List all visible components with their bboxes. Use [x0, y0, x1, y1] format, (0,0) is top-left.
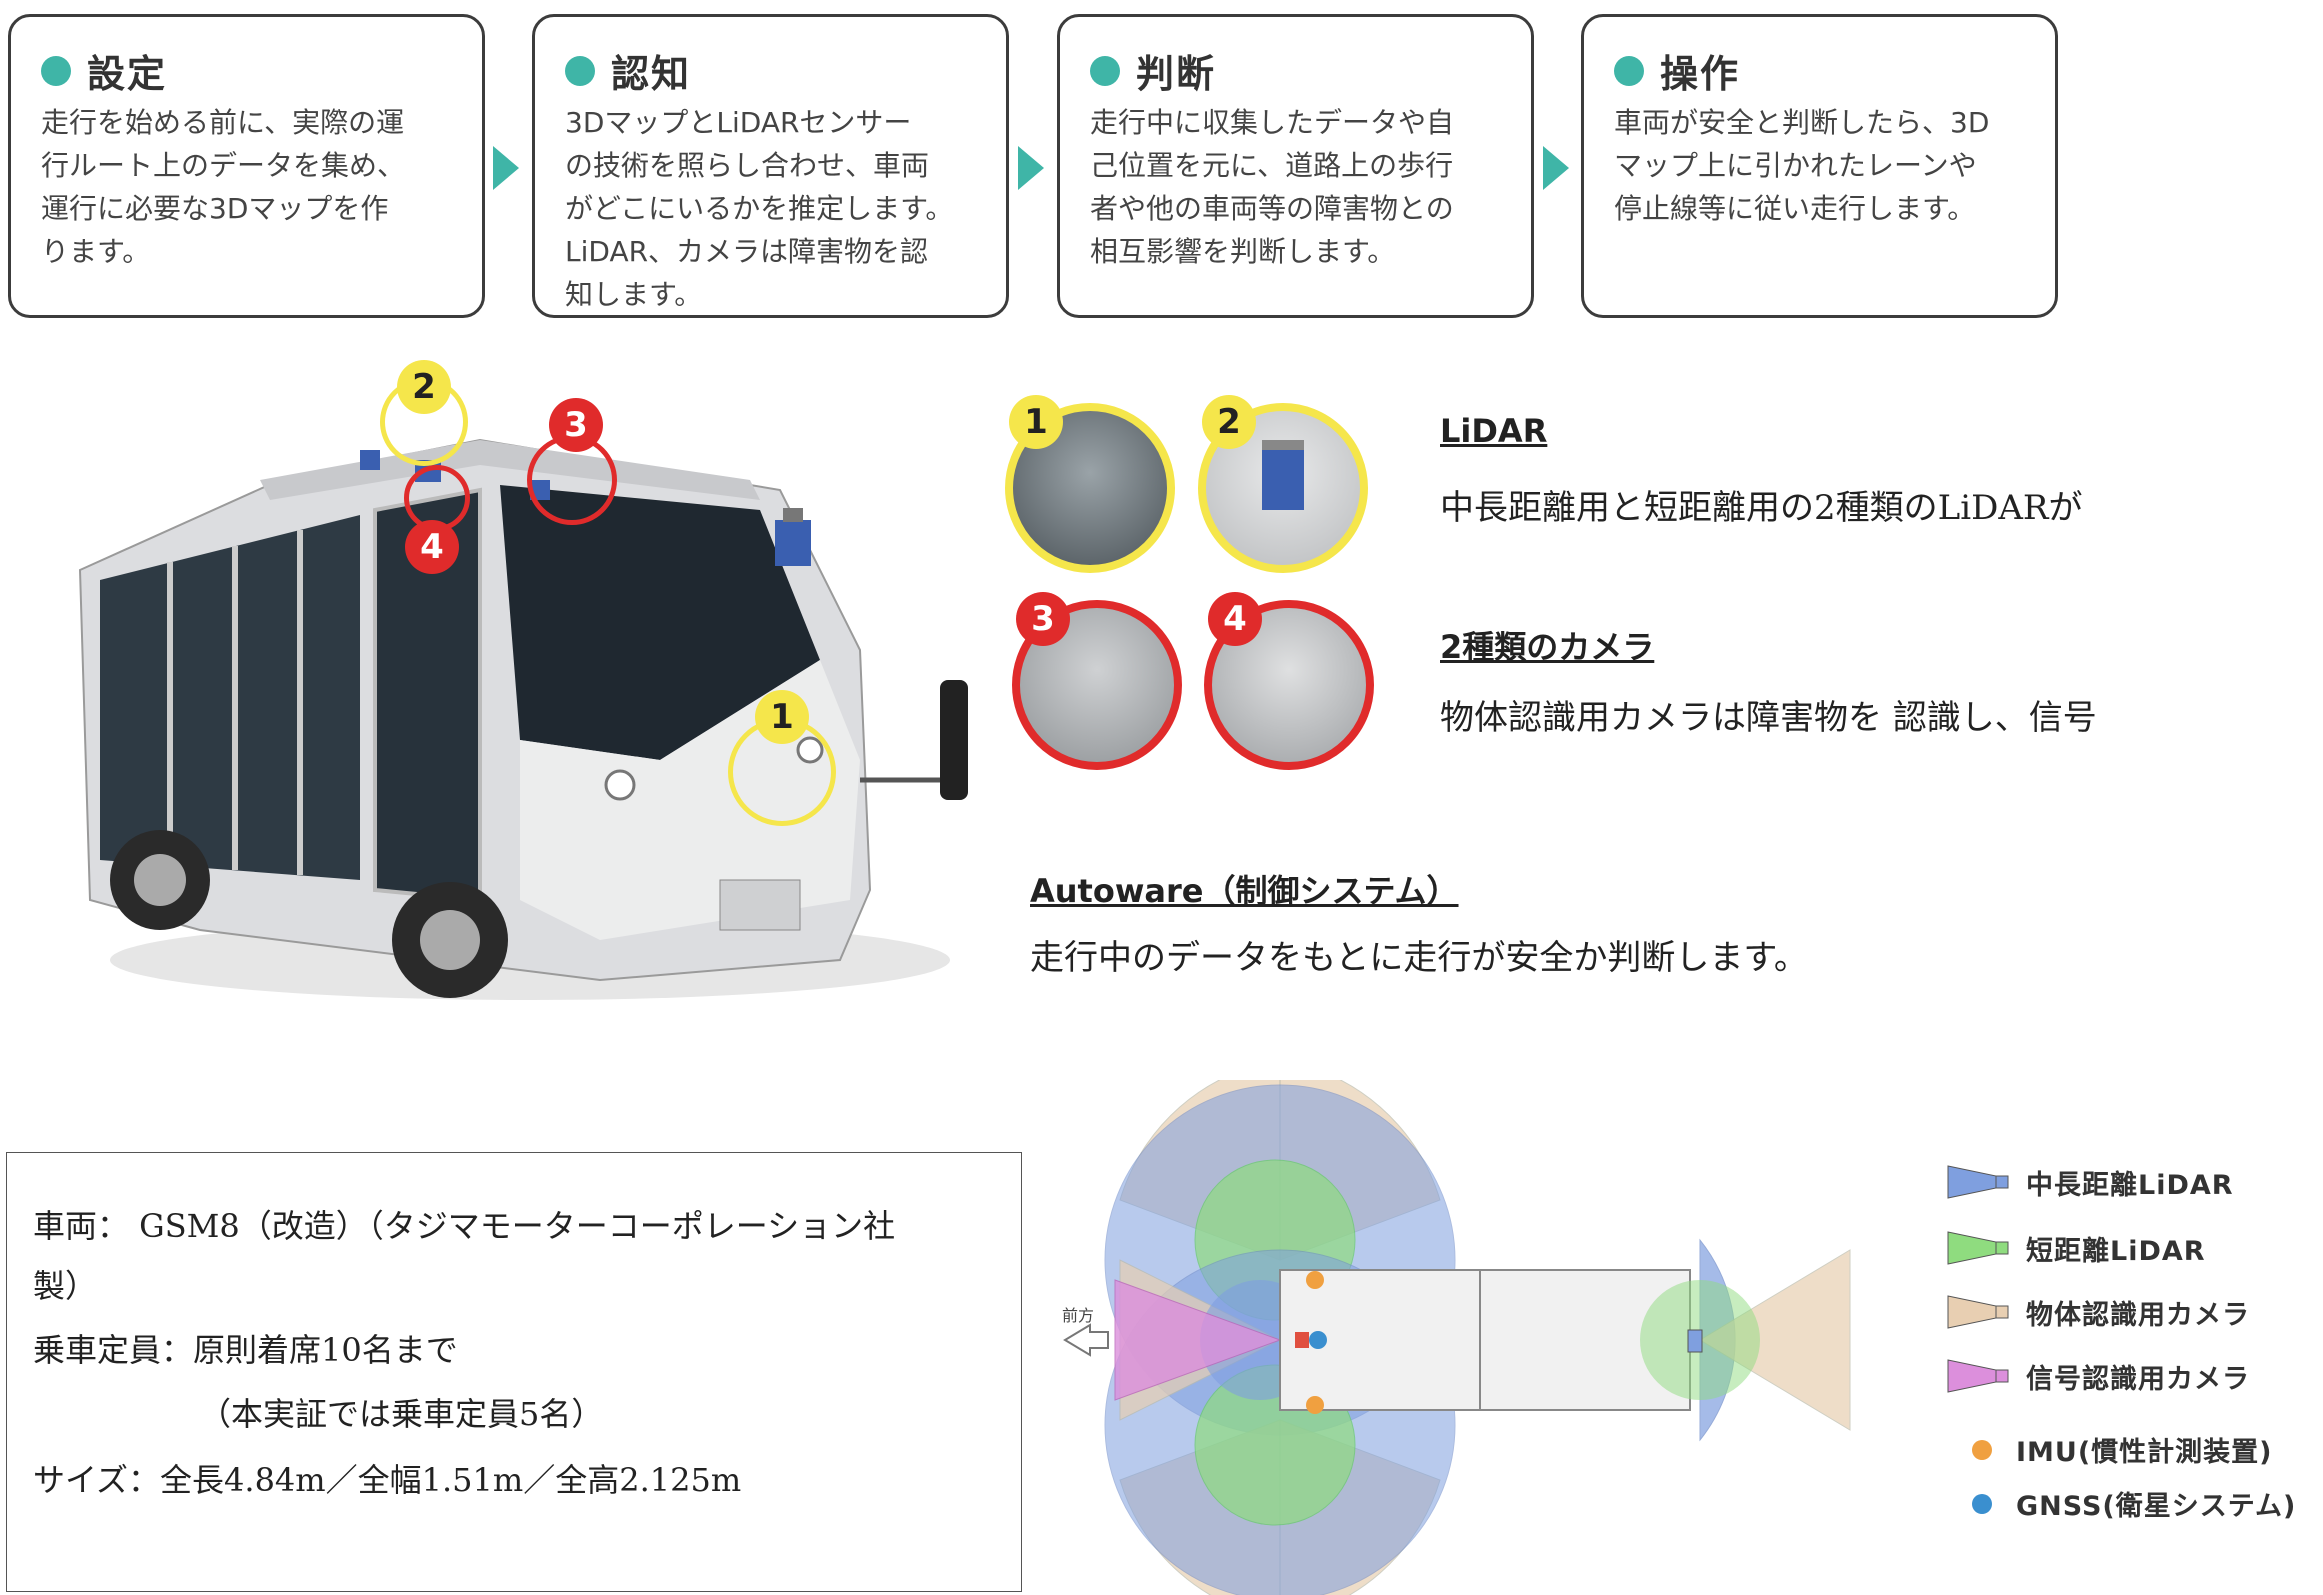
- blue-dot-icon: [1972, 1493, 1992, 1514]
- legend-item: 中長距離LiDAR: [1946, 1162, 2234, 1202]
- step-body: 走行中に収集したデータや自己位置を元に、道路上の歩行 者や他の車両等の障害物との…: [1090, 106, 1455, 268]
- sensor-coverage-diagram: [1063, 1080, 1851, 1595]
- front-label: 前方: [1062, 1306, 1095, 1325]
- thumb-number-3: 3: [1016, 592, 1070, 646]
- teal-dot-icon: [565, 55, 595, 86]
- step-title: 判断: [1136, 52, 1217, 96]
- badge-number-1: 1: [755, 690, 809, 744]
- spec-line-vehicle-cont: 製）: [33, 1267, 98, 1305]
- step-body: 走行を始める前に、実際の運行ルート上のデータを集め、 運行に必要な3Dマップを作…: [41, 106, 406, 268]
- arrow-right-icon: [1543, 146, 1569, 190]
- magenta-fan-icon: [1947, 1359, 2009, 1393]
- thumb-number-4: 4: [1208, 592, 1262, 646]
- step-title: 設定: [87, 52, 168, 96]
- thumb-number-1: 1: [1009, 395, 1063, 449]
- blue-fan-icon: [1947, 1165, 2009, 1199]
- step-body: 3DマップとLiDARセンサーの技術を照らし合わせ、車両 がどこにいるかを推定し…: [565, 106, 954, 311]
- legend-item: 短距離LiDAR: [1946, 1228, 2206, 1268]
- camera-text: 物体認識用カメラは障害物を 認識し、信号: [1440, 698, 2097, 738]
- teal-dot-icon: [41, 55, 71, 86]
- lidar-unit-icon: [1262, 440, 1304, 510]
- spec-box: 車両： GSM8（改造）（タジマモーターコーポレーション社 製） 乗車定員：原則…: [6, 1152, 1022, 1592]
- autoware-title: Autoware（制御システム）: [1030, 872, 1459, 910]
- badge-number-2: 2: [397, 360, 451, 414]
- teal-dot-icon: [1090, 55, 1120, 86]
- thumb-lidar-front: [1005, 403, 1175, 573]
- orange-dot-icon: [1972, 1439, 1992, 1460]
- badge-number-3: 3: [549, 398, 603, 452]
- arrow-right-icon: [493, 146, 519, 190]
- spec-line-vehicle: 車両： GSM8（改造）（タジマモーターコーポレーション社: [33, 1207, 896, 1245]
- step-card-recognition: 認知 3DマップとLiDARセンサーの技術を照らし合わせ、車両 がどこにいるかを…: [532, 14, 1009, 318]
- lidar-title: LiDAR: [1440, 412, 1548, 450]
- autoware-text: 走行中のデータをもとに走行が安全か判断します。: [1030, 938, 1808, 978]
- arrow-right-icon: [1018, 146, 1044, 190]
- legend-item: IMU(慣性計測装置): [1946, 1430, 2273, 1469]
- thumb-number-2: 2: [1202, 395, 1256, 449]
- spec-line-capacity: 乗車定員：原則着席10名まで: [33, 1331, 458, 1369]
- spec-line-size: サイズ：全長4.84m／全幅1.51m／全高2.125m: [33, 1461, 742, 1499]
- beige-fan-icon: [1947, 1295, 2009, 1329]
- lidar-text: 中長距離用と短距離用の2種類のLiDARが: [1440, 488, 2083, 528]
- step-card-judgment: 判断 走行中に収集したデータや自己位置を元に、道路上の歩行 者や他の車両等の障害…: [1057, 14, 1534, 318]
- bus-illustration: [78, 438, 968, 1000]
- legend-item: GNSS(衛星システム): [1946, 1484, 2296, 1523]
- legend-item: 物体認識用カメラ: [1946, 1292, 2250, 1332]
- step-card-setting: 設定 走行を始める前に、実際の運行ルート上のデータを集め、 運行に必要な3Dマッ…: [8, 14, 485, 318]
- teal-dot-icon: [1614, 55, 1644, 86]
- step-title: 操作: [1660, 52, 1741, 96]
- step-title: 認知: [611, 52, 692, 96]
- camera-title: 2種類のカメラ: [1440, 628, 1655, 666]
- green-fan-icon: [1947, 1231, 2009, 1265]
- legend-item: 信号認識用カメラ: [1946, 1356, 2250, 1396]
- spec-line-capacity-note: （本実証では乗車定員5名）: [199, 1395, 604, 1433]
- badge-number-4: 4: [405, 520, 459, 574]
